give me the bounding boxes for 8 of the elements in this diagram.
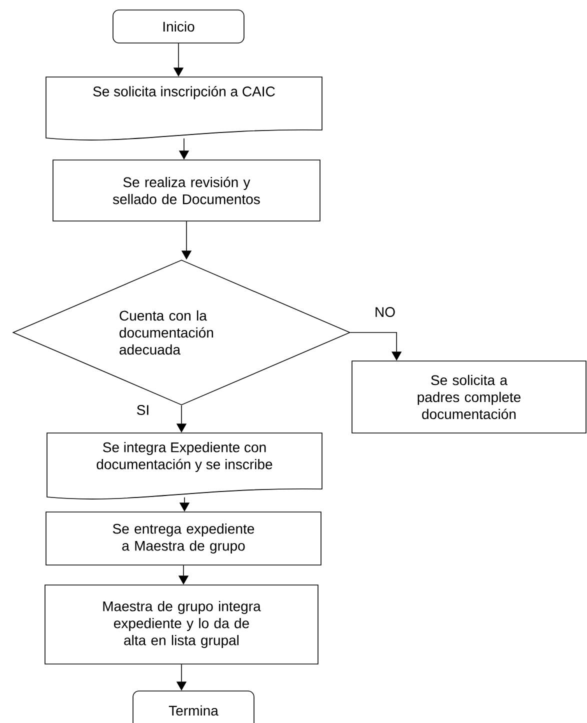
- edge-label: SI: [137, 405, 148, 415]
- process-box: Maestra de grupo integra expediente y lo da de alta en lista grupal: [44, 584, 318, 664]
- process-box: Se entrega expediente a Maestra de grupo: [46, 512, 322, 566]
- process-box: Se realiza revisión y sellado de Documentos: [52, 160, 320, 222]
- process-box: Se solicita a padres complete documentación: [352, 360, 586, 434]
- terminal-box: Termina: [132, 690, 254, 723]
- edge-label: NO: [376, 307, 395, 317]
- terminal-box: Inicio: [112, 10, 244, 44]
